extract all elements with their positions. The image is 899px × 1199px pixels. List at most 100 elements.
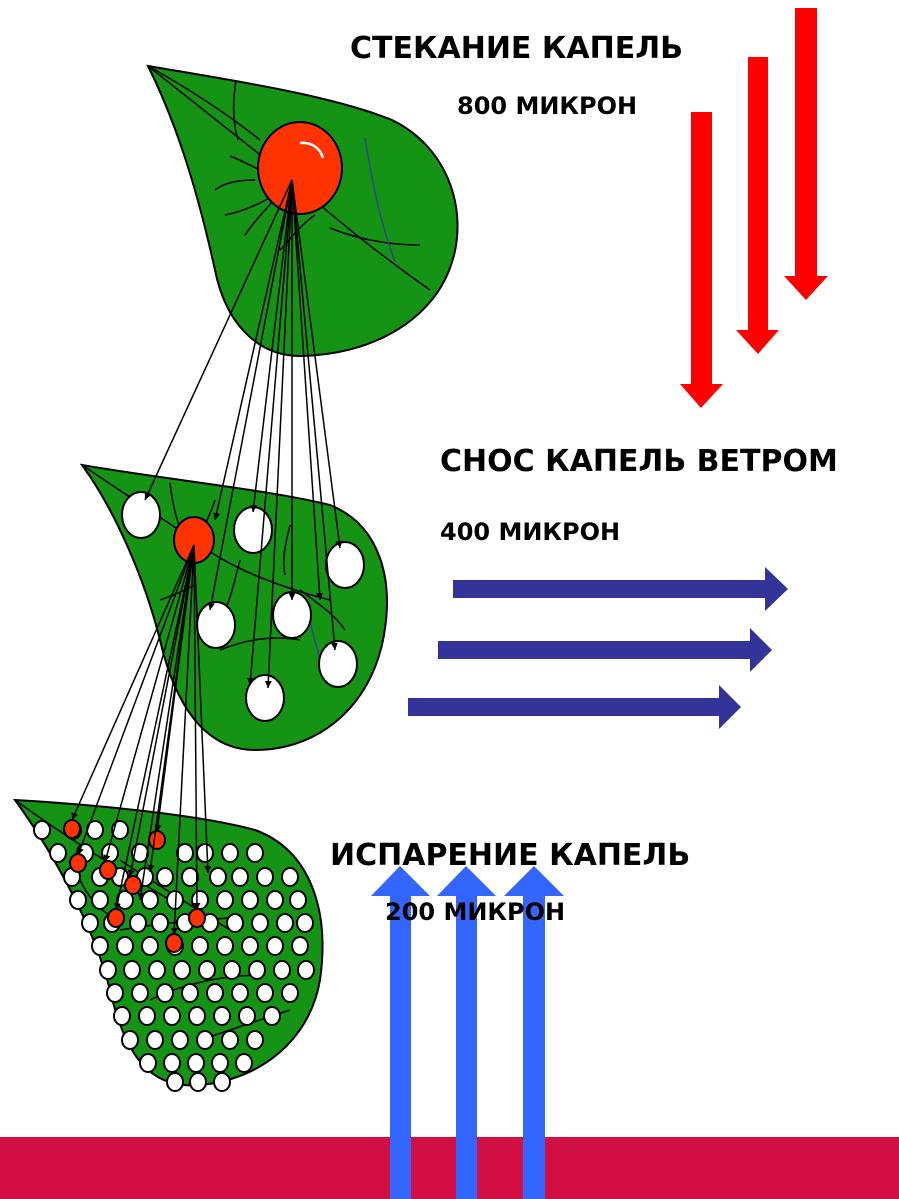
small-drop [224, 961, 240, 979]
small-drop [182, 868, 198, 886]
top-leaf [148, 66, 458, 356]
small-drop [174, 961, 190, 979]
small-drop [197, 1031, 213, 1049]
small-drop [190, 1073, 206, 1091]
drift-arrows [408, 567, 788, 729]
small-drop [242, 891, 258, 909]
small-drop [242, 937, 258, 955]
small-red-drop [108, 909, 124, 927]
small-red-drop [64, 820, 80, 838]
small-drop [164, 1007, 180, 1025]
small-drop [282, 868, 298, 886]
small-drop [274, 961, 290, 979]
middle-leaf [82, 465, 387, 750]
small-drop [182, 984, 198, 1002]
small-drop [197, 844, 213, 862]
small-drop [207, 984, 223, 1002]
small-drop [297, 914, 313, 932]
small-drop [267, 937, 283, 955]
drift-arrow [438, 628, 772, 672]
small-drop [227, 914, 243, 932]
small-drop [157, 984, 173, 1002]
small-drop [192, 937, 208, 955]
small-red-drop [149, 831, 165, 849]
small-drop [212, 1054, 228, 1072]
small-drop [282, 984, 298, 1002]
small-drop [292, 937, 308, 955]
small-drop [217, 891, 233, 909]
small-drop [117, 937, 133, 955]
small-drop [188, 1054, 204, 1072]
drift-title: СНОС КАПЕЛЬ ВЕТРОМ [440, 444, 838, 479]
small-drop [132, 984, 148, 1002]
runoff-arrows [680, 8, 828, 408]
small-drop [167, 1073, 183, 1091]
small-drop [214, 1007, 230, 1025]
small-drop [247, 1031, 263, 1049]
small-drop [130, 914, 146, 932]
small-drop [107, 984, 123, 1002]
small-drop [252, 914, 268, 932]
small-drop [277, 914, 293, 932]
small-drop [149, 961, 165, 979]
small-drop [124, 961, 140, 979]
runoff-arrow [784, 8, 828, 300]
small-drop [50, 844, 66, 862]
small-drop [177, 844, 193, 862]
ground-band [0, 1137, 899, 1199]
evaporation-title: ИСПАРЕНИЕ КАПЕЛЬ [330, 838, 690, 873]
small-drop [189, 1007, 205, 1025]
small-drop [217, 937, 233, 955]
small-drop [172, 1031, 188, 1049]
small-drop [214, 1073, 230, 1091]
small-drop [298, 961, 314, 979]
small-drop [257, 868, 273, 886]
drift-arrow [453, 567, 788, 611]
small-drop [140, 1054, 156, 1072]
small-red-drop [189, 909, 205, 927]
small-drop [152, 914, 168, 932]
small-red-drop [166, 934, 182, 952]
small-red-drop [125, 876, 141, 894]
small-drop [192, 891, 208, 909]
small-drop [222, 844, 238, 862]
small-drop [164, 1054, 180, 1072]
large-drop-800 [258, 122, 342, 214]
small-drop [142, 937, 158, 955]
small-drop [157, 868, 173, 886]
small-red-drop [100, 861, 116, 879]
small-drop [210, 868, 226, 886]
small-drop [100, 961, 116, 979]
drift-arrow [408, 685, 741, 729]
small-drop [114, 1007, 130, 1025]
small-drop [239, 1007, 255, 1025]
small-drop [92, 891, 108, 909]
small-drop [249, 961, 265, 979]
small-drop [70, 891, 86, 909]
small-drop [236, 1054, 252, 1072]
evaporation-size-label: 200 МИКРОН [385, 898, 565, 926]
runoff-title: СТЕКАНИЕ КАПЕЛЬ [350, 31, 683, 66]
small-drop [290, 891, 306, 909]
small-drop [222, 1031, 238, 1049]
small-drop [142, 891, 158, 909]
small-drop [232, 984, 248, 1002]
trajectory-arrow [78, 545, 194, 855]
small-drop [139, 1007, 155, 1025]
small-drop [82, 914, 98, 932]
small-drop [147, 1031, 163, 1049]
small-drop [247, 844, 263, 862]
runoff-arrow [680, 112, 723, 408]
small-drop [199, 961, 215, 979]
small-drop [34, 821, 50, 839]
small-drop [257, 984, 273, 1002]
small-drop [264, 1007, 280, 1025]
small-red-drop [70, 854, 86, 872]
runoff-size-label: 800 МИКРОН [457, 92, 637, 120]
small-drop [122, 1031, 138, 1049]
small-drop [92, 937, 108, 955]
small-drop [267, 891, 283, 909]
drift-size-label: 400 МИКРОН [440, 518, 620, 546]
runoff-arrow [736, 57, 779, 354]
